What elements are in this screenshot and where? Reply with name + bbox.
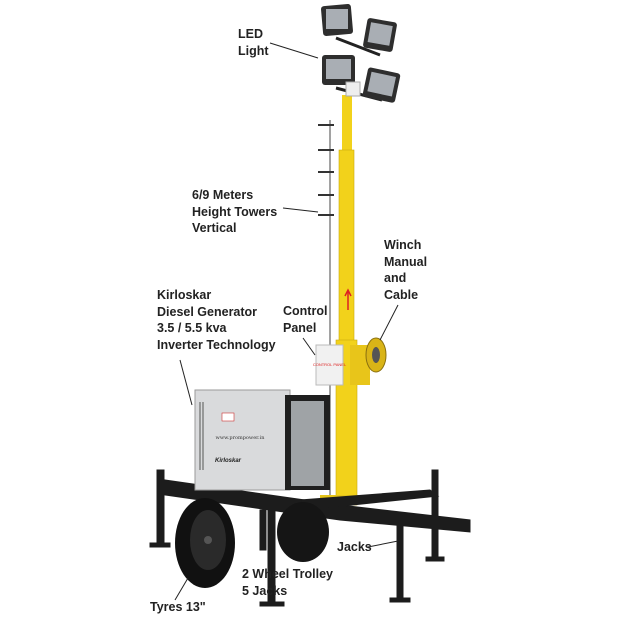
winch [350, 337, 387, 385]
label-line: 2 Wheel Trolley [242, 567, 334, 581]
label-line: Panel [283, 320, 317, 335]
label-jacks: Jacks [337, 540, 372, 554]
label-line: Diesel Generator [157, 304, 258, 319]
label-tower-height: 6/9 Meters Height Towers Vertical [192, 187, 277, 237]
label-line: Vertical [192, 221, 237, 235]
website-text: www.prompower.in [216, 435, 266, 441]
trailer-frame [149, 469, 471, 607]
label-line: Winch [384, 238, 422, 252]
label-winch: Winch Manual and Cable [384, 237, 427, 303]
label-line: Control [283, 304, 328, 318]
label-led-light: LED Light [238, 26, 269, 59]
label-control-panel: Control Panel [283, 303, 327, 336]
diesel-generator: www.prompower.in Kirloskar [194, 389, 330, 491]
label-tyres: Tyres 13" [150, 600, 206, 614]
label-line: LED [238, 27, 263, 41]
led-floodlights [320, 3, 401, 103]
panel-text: CONTROL PANEL [313, 362, 347, 367]
label-generator: Kirloskar Diesel Generator 3.5 / 5.5 kva… [157, 287, 276, 353]
label-trolley: 2 Wheel Trolley 5 Jacks [242, 566, 333, 599]
label-line: Light [238, 43, 269, 58]
wheels [175, 498, 329, 588]
label-line: Height Towers [192, 204, 278, 219]
label-line: 6/9 Meters [192, 188, 254, 202]
label-line: 5 Jacks [242, 583, 288, 598]
label-line: Kirloskar [157, 288, 212, 302]
brand-text: Kirloskar [215, 458, 242, 464]
label-line: Inverter Technology [157, 337, 276, 352]
label-line: 3.5 / 5.5 kva [157, 321, 227, 335]
control-panel-box: CONTROL PANEL [313, 344, 347, 386]
label-line: Manual [384, 254, 428, 269]
label-line: and [384, 271, 407, 285]
leader-lines [174, 42, 399, 601]
label-line: Cable [384, 287, 419, 302]
